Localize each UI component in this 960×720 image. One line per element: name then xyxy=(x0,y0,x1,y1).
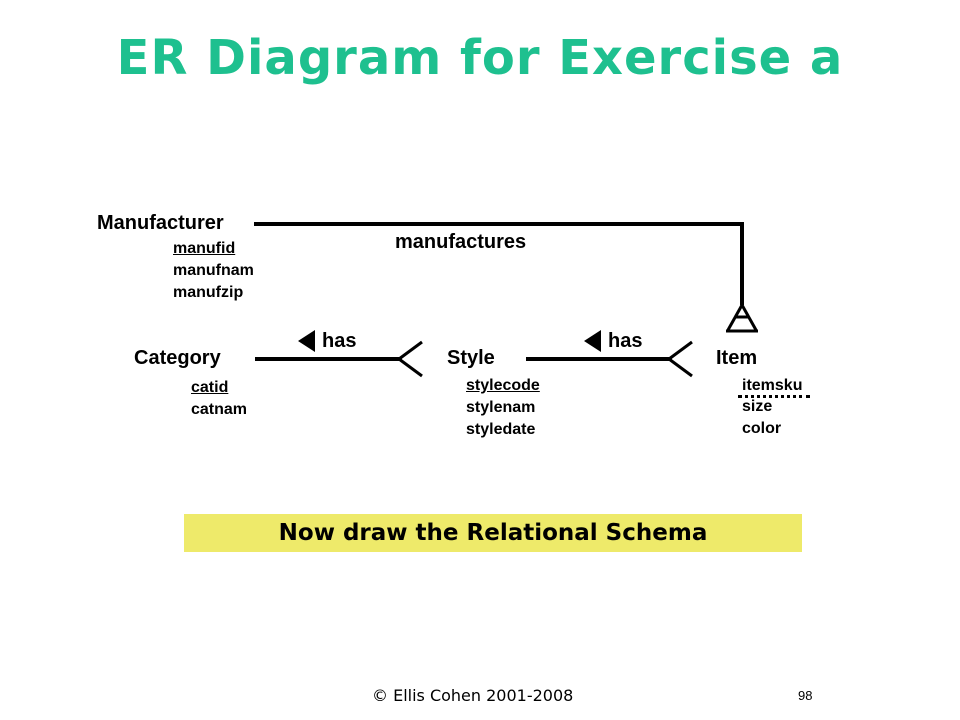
copyright-footer: © Ellis Cohen 2001-2008 xyxy=(372,686,574,705)
relationship-manufactures: manufactures xyxy=(395,231,527,253)
has-arrow-right-icon xyxy=(584,330,601,352)
has-arrow-left-icon xyxy=(298,330,315,352)
attr-manufzip: manufzip xyxy=(173,284,244,301)
attr-itemsku: itemsku xyxy=(738,378,811,398)
crowsfoot-style-lower xyxy=(398,357,423,378)
relationship-has-style-item: has xyxy=(608,330,643,352)
category-attributes: catid catnam xyxy=(191,377,247,421)
style-attributes: stylecode stylenam styledate xyxy=(466,375,540,441)
instruction-banner: Now draw the Relational Schema xyxy=(184,514,802,552)
attr-styledate: styledate xyxy=(466,421,536,438)
attr-manufnam: manufnam xyxy=(173,262,254,279)
item-attributes: itemsku size color xyxy=(738,375,811,440)
attr-manufid: manufid xyxy=(173,240,236,257)
crowsfoot-item-lower xyxy=(668,357,693,378)
attr-stylecode: stylecode xyxy=(466,377,540,394)
entity-item: Item xyxy=(716,347,758,369)
attr-catid: catid xyxy=(191,379,229,396)
entity-style: Style xyxy=(447,347,495,369)
entity-category: Category xyxy=(134,347,221,369)
entity-manufacturer: Manufacturer xyxy=(97,212,224,234)
crowsfoot-style-upper xyxy=(398,340,423,361)
page-number: 98 xyxy=(798,688,813,703)
attr-color: color xyxy=(742,420,782,437)
attr-size: size xyxy=(742,398,773,415)
attr-stylenam: stylenam xyxy=(466,399,536,416)
attr-catnam: catnam xyxy=(191,401,248,418)
relationship-has-category-style: has xyxy=(322,330,357,352)
slide-title: ER Diagram for Exercise a xyxy=(116,30,844,86)
crowsfoot-item-upper xyxy=(668,340,693,361)
manufacturer-attributes: manufid manufnam manufzip xyxy=(173,238,254,304)
